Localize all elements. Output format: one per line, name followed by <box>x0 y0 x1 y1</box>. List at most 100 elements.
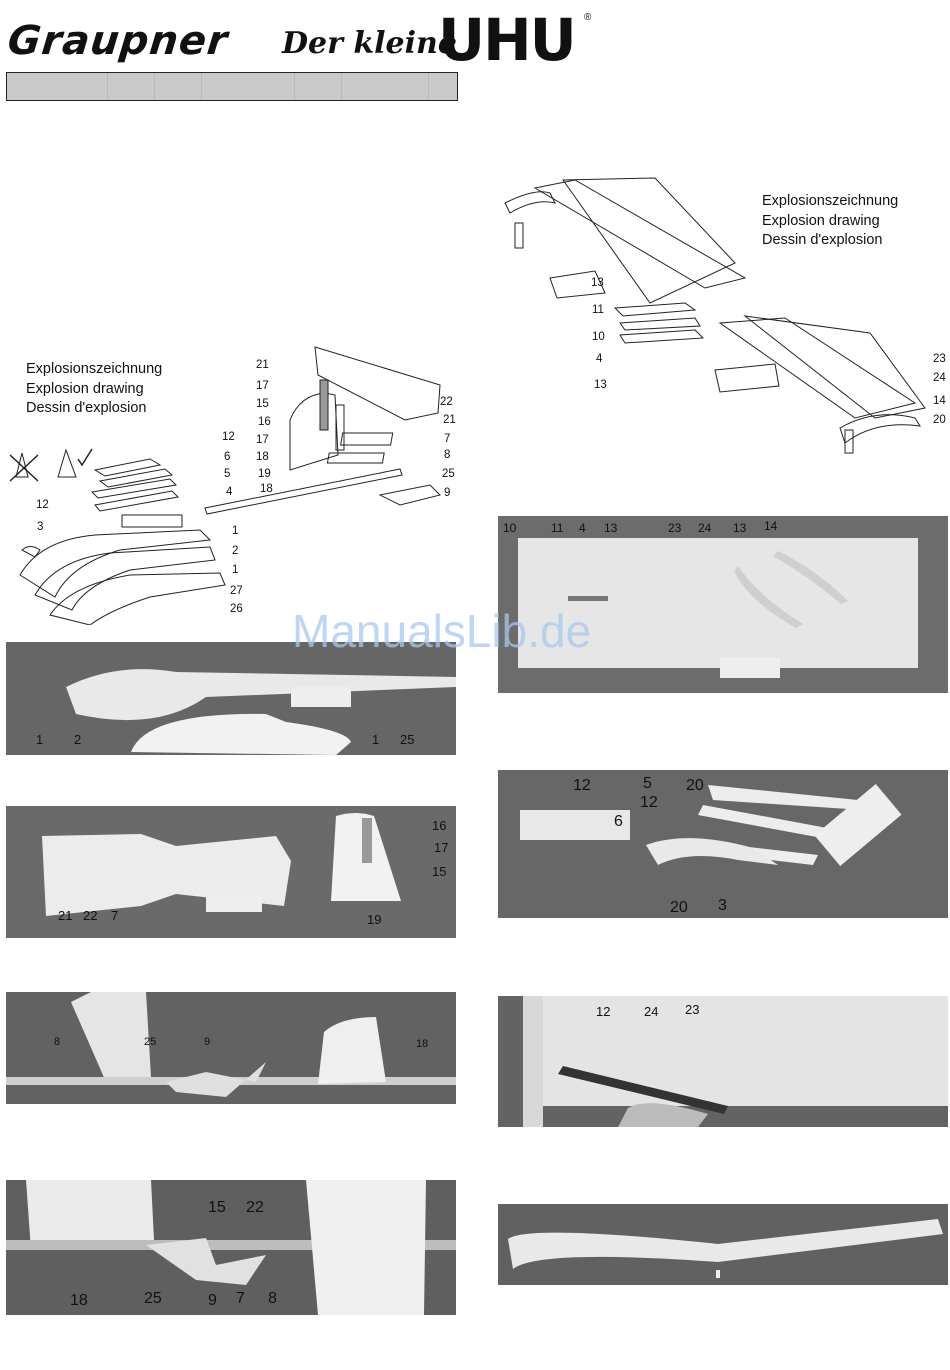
caption-fr: Dessin d'explosion <box>26 400 147 416</box>
photo-label: 15 <box>432 864 446 879</box>
drawing-label: 13 <box>591 277 604 289</box>
drawing-label: 23 <box>933 353 946 365</box>
drawing-label: 17 <box>256 380 269 392</box>
photo-label: 3 <box>718 897 727 914</box>
photo-label: 10 <box>503 521 517 535</box>
drawing-label: 2 <box>232 545 238 557</box>
photo-label: 5 <box>643 775 652 792</box>
drawing-label: 18 <box>260 483 273 495</box>
drawing-label: 16 <box>258 416 271 428</box>
drawing-label: 22 <box>440 396 453 408</box>
caption-de: Explosionszeichnung <box>762 193 899 209</box>
photo-label: 22 <box>246 1199 264 1216</box>
drawing-label: 6 <box>224 451 230 463</box>
photo-label: 24 <box>698 521 712 535</box>
photo-label: 24 <box>644 1004 658 1019</box>
photo-label: 4 <box>579 521 586 535</box>
caption-de: Explosionszeichnung <box>26 361 163 377</box>
photo-label: 12 <box>573 777 591 794</box>
drawing-label: 21 <box>256 359 269 371</box>
left-exploded-drawing: 21 17 15 16 17 18 19 18 22 21 7 8 25 9 1… <box>9 346 456 625</box>
photo-label: 17 <box>434 840 448 855</box>
drawing-label: 7 <box>444 433 450 445</box>
drawing-label: 1 <box>232 525 238 537</box>
drawing-label: 11 <box>592 304 604 316</box>
photo-wing-ribs: 12 5 12 6 20 20 3 <box>498 770 948 918</box>
photo-label: 2 <box>74 732 81 747</box>
photo-label: 8 <box>268 1290 277 1307</box>
drawing-label: 17 <box>256 434 269 446</box>
photo-label: 13 <box>604 521 618 535</box>
photo-tail-assembly: 15 22 18 25 9 7 8 <box>6 1180 456 1315</box>
drawing-label: 27 <box>230 585 243 597</box>
drawing-label: 3 <box>37 521 43 533</box>
drawing-label: 10 <box>592 331 605 343</box>
photo-label: 7 <box>111 908 118 923</box>
drawing-label: 20 <box>933 414 946 426</box>
photo-label: 14 <box>764 519 778 533</box>
photo-label: 23 <box>685 1002 699 1017</box>
photo-label: 9 <box>204 1036 210 1048</box>
graupner-logo: Graupner <box>5 18 231 64</box>
photo-fin-parts: 8 25 9 18 <box>6 992 456 1104</box>
photo-label: 12 <box>640 794 658 811</box>
photo-label: 1 <box>36 732 43 747</box>
photo-label: 22 <box>83 908 97 923</box>
drawing-label: 9 <box>444 487 450 499</box>
photo-wing-marking: 12 24 23 <box>498 996 948 1127</box>
photo-wing-dihedral <box>498 1204 948 1285</box>
drawing-label: 15 <box>256 398 269 410</box>
registered-mark: ® <box>584 12 592 23</box>
photo-label: 23 <box>668 521 682 535</box>
right-exploded-drawing: 13 11 10 4 13 23 24 14 20 <box>504 177 946 454</box>
photo-label: 7 <box>236 1290 245 1307</box>
drawing-label: 13 <box>594 379 607 391</box>
drawing-label: 12 <box>222 431 235 443</box>
photo-label: 19 <box>367 912 381 927</box>
caption-en: Explosion drawing <box>762 212 880 229</box>
photo-label: 20 <box>686 777 704 794</box>
drawing-label: 5 <box>224 468 230 480</box>
photo-fuselage-assembly: 1 2 1 25 <box>6 642 456 755</box>
photo-stabilizer-and-fin: 21 22 7 16 17 15 19 <box>6 806 456 938</box>
right-drawing-labels: 13 11 10 4 13 23 24 14 20 <box>591 277 946 426</box>
header-bar <box>6 72 458 101</box>
photo-label: 25 <box>144 1290 162 1307</box>
drawing-label: 18 <box>256 451 269 463</box>
photo-label: 18 <box>70 1292 88 1309</box>
photo-label: 9 <box>208 1292 217 1309</box>
photo-label: 13 <box>733 521 747 535</box>
der-kleine-logo-text: Der kleine <box>282 26 457 61</box>
caption-en: Explosion drawing <box>26 380 144 397</box>
caption-fr: Dessin d'explosion <box>762 232 883 248</box>
photo-label: 18 <box>416 1038 428 1050</box>
watermark: ManualsLib.de <box>292 605 592 657</box>
drawing-label: 12 <box>36 499 49 511</box>
drawing-label: 25 <box>442 468 455 480</box>
left-drawing-labels: 21 17 15 16 17 18 19 18 22 21 7 8 25 9 1… <box>36 359 456 615</box>
drawing-label: 4 <box>596 353 603 365</box>
drawing-label: 21 <box>443 414 456 426</box>
drawing-label: 24 <box>933 372 946 384</box>
drawing-label: 19 <box>258 468 271 480</box>
photo-label: 25 <box>400 732 414 747</box>
right-drawing-caption: Explosionszeichnung Explosion drawing De… <box>762 192 898 251</box>
uhu-logo: UHU <box>438 6 577 74</box>
photo-label: 8 <box>54 1036 60 1048</box>
drawing-label: 26 <box>230 603 243 615</box>
photo-wing-panel: 10 11 4 13 23 24 13 14 <box>498 516 948 693</box>
left-drawing-caption: Explosionszeichnung Explosion drawing De… <box>26 360 162 419</box>
photo-label: 20 <box>670 899 688 916</box>
photo-label: 12 <box>596 1004 610 1019</box>
photo-label: 25 <box>144 1036 156 1048</box>
photo-label: 1 <box>372 732 379 747</box>
drawing-label: 4 <box>226 486 233 498</box>
photo-label: 6 <box>614 813 623 830</box>
drawing-label: 8 <box>444 449 450 461</box>
drawing-label: 1 <box>232 564 238 576</box>
photo-label: 15 <box>208 1199 226 1216</box>
photo-label: 16 <box>432 818 446 833</box>
photo-label: 11 <box>551 521 564 535</box>
drawing-label: 14 <box>933 395 946 407</box>
photo-label: 21 <box>58 908 72 923</box>
